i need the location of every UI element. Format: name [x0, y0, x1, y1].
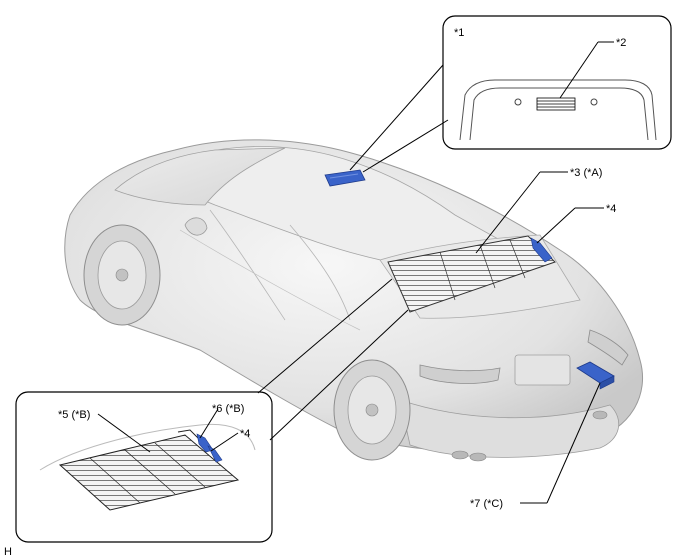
callout-7: *7 (*C)	[470, 498, 503, 510]
callout-3: *3 (*A)	[570, 167, 602, 179]
callout-6: *6 (*B)	[212, 403, 244, 415]
rear-window-defogger-grid	[387, 235, 556, 313]
callout-4-main: *4	[606, 203, 616, 215]
inset-roof-antenna	[442, 15, 672, 150]
callout-5: *5 (*B)	[58, 409, 90, 421]
front-wheel	[83, 224, 161, 326]
leader-lines	[97, 41, 614, 504]
callout-4-inset: *4	[240, 428, 250, 440]
callout-1: *1	[454, 27, 464, 39]
corner-code: H	[4, 546, 12, 558]
inset-rear-window	[15, 391, 273, 543]
callout-2: *2	[616, 37, 626, 49]
antenna-amplifier-icon	[324, 169, 366, 187]
rear-wheel	[333, 359, 411, 461]
vehicle-body	[64, 139, 644, 462]
bumper-antenna-icon	[576, 361, 615, 390]
